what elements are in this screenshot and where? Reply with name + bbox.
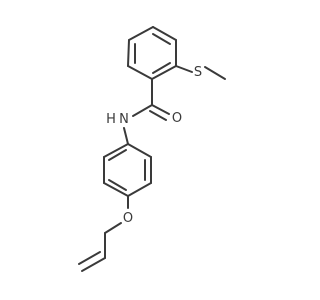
molecule-structure: S O N H O (0, 0, 300, 300)
carbonyl-oxygen-label: O (172, 111, 182, 126)
bond-carbonyl-to-nitrogen (132, 104, 153, 117)
amide-group: O N H (106, 78, 182, 145)
sulfur-atom-label: S (194, 65, 202, 80)
bond-carbonyl-oxygen-inner (149, 110, 167, 121)
bond-ring-a-inner-2 (152, 33, 171, 45)
bond-ring-b-1 (103, 143, 129, 158)
nitrogen-atom-label: N (119, 112, 129, 127)
bond-ring-b-4 (127, 182, 152, 197)
bond-ring-a-1 (127, 65, 153, 80)
bond-ring-a-4 (152, 26, 177, 41)
bond-ring-b-inner-2 (108, 179, 127, 191)
amide-hydrogen-label: H (106, 112, 116, 127)
bond-ring-a-2 (127, 39, 130, 67)
ether-oxygen-label: O (123, 211, 133, 226)
bond-nitrogen-to-aryl (123, 127, 129, 145)
bond-vinyl-double-inner (78, 251, 101, 265)
bond-ring-a-6 (151, 65, 177, 80)
allyloxy-group: O (78, 195, 133, 272)
bond-ring-to-sulfur (175, 65, 193, 73)
bond-carbonyl-oxygen-outer (151, 104, 170, 115)
bond-vinyl-double-outer (81, 257, 106, 272)
bond-sulfur-to-methyl (204, 66, 226, 80)
bond-ring-b-inner-1 (108, 149, 127, 161)
canvas-background (0, 0, 300, 300)
bond-ring-a-inner-3 (152, 62, 171, 74)
thiomethyl-benzene-ring (127, 26, 177, 80)
bond-ether-oxygen-to-ch2 (104, 222, 122, 234)
bond-ring-b-3 (103, 182, 129, 197)
bond-ring-a-3 (128, 26, 154, 41)
aryl-benzene-ring (103, 143, 152, 197)
thiomethyl-group: S (175, 65, 226, 80)
bond-ring-b-6 (127, 143, 152, 158)
